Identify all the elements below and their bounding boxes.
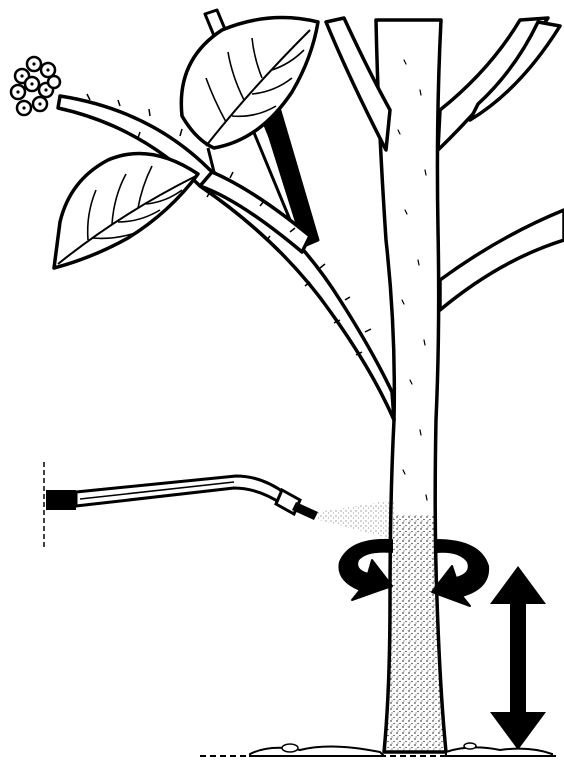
spray-mist-icon bbox=[318, 500, 396, 540]
leaf-icon bbox=[54, 154, 198, 268]
spray-wand-icon bbox=[44, 462, 318, 548]
flower-cluster-icon bbox=[11, 57, 60, 115]
leaf-icon bbox=[181, 18, 318, 173]
ground-line-icon bbox=[200, 743, 560, 756]
branch-icon bbox=[326, 18, 564, 310]
vertical-double-arrow-icon bbox=[490, 566, 546, 750]
